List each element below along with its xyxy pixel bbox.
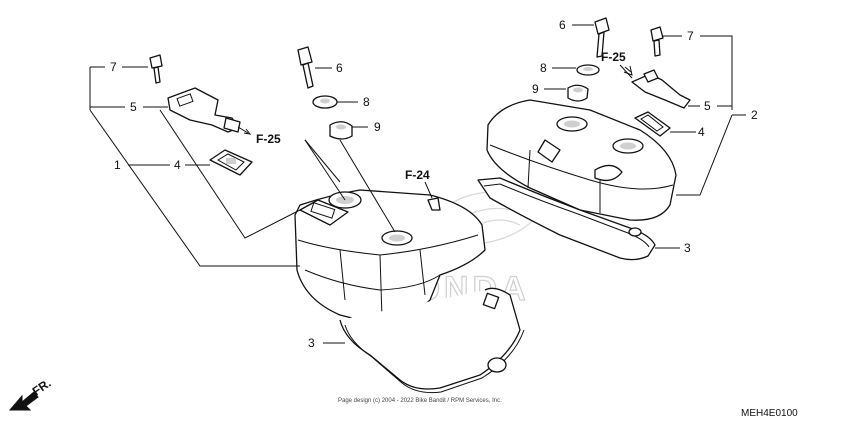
bolt-right-6 [594,17,610,58]
bracket-right [631,69,691,109]
cylinder-head-cover-right [486,99,677,221]
washer-right-8 [576,64,600,76]
callout-right-5: 5 [704,99,711,113]
callout-left-5: 5 [130,100,137,114]
callout-left-8: 8 [363,95,370,109]
diagram-code: MEH4E0100 [741,408,798,419]
plug-seal-right [634,111,671,137]
callout-numbers: 7 5 1 4 6 8 9 3 6 7 8 9 5 2 4 3 [110,18,758,350]
ref-f24: F-24 [405,168,430,182]
bolt-left-7 [149,54,163,84]
ref-left-f25: F-25 [256,132,281,146]
plug-seal-left [209,149,253,176]
bolt-left-6 [297,46,314,89]
callout-left-7: 7 [110,60,117,74]
callout-right-3: 3 [684,241,691,255]
callout-left-9: 9 [374,120,381,134]
bolt-right-7 [650,26,664,57]
head-cover-gasket-left [339,287,525,394]
callout-left-1: 1 [114,158,121,172]
callout-right-8: 8 [540,61,547,75]
grommet-right-9 [567,84,589,102]
head-cover-gasket-right [477,177,656,261]
cylinder-head-cover-left [294,189,486,326]
grommet-left-9 [329,121,353,140]
callout-right-2: 2 [751,108,758,122]
bracket-left [167,87,241,133]
washer-left-8 [312,95,338,109]
front-direction-indicator: FR. [8,376,54,411]
callout-right-9: 9 [532,82,539,96]
front-arrow-icon [8,391,39,411]
callout-right-6: 6 [559,18,566,32]
callout-right-4: 4 [698,125,705,139]
copyright-text: Page design (c) 2004 - 2022 Bike Bandit … [338,398,502,404]
callout-left-6: 6 [336,61,343,75]
reference-codes: F-25 F-24 F-25 [256,50,626,182]
callout-left-3: 3 [308,336,315,350]
leader-lines [89,24,746,344]
ref-right-f25: F-25 [601,50,626,64]
callout-right-7: 7 [687,29,694,43]
callout-left-4: 4 [174,158,181,172]
